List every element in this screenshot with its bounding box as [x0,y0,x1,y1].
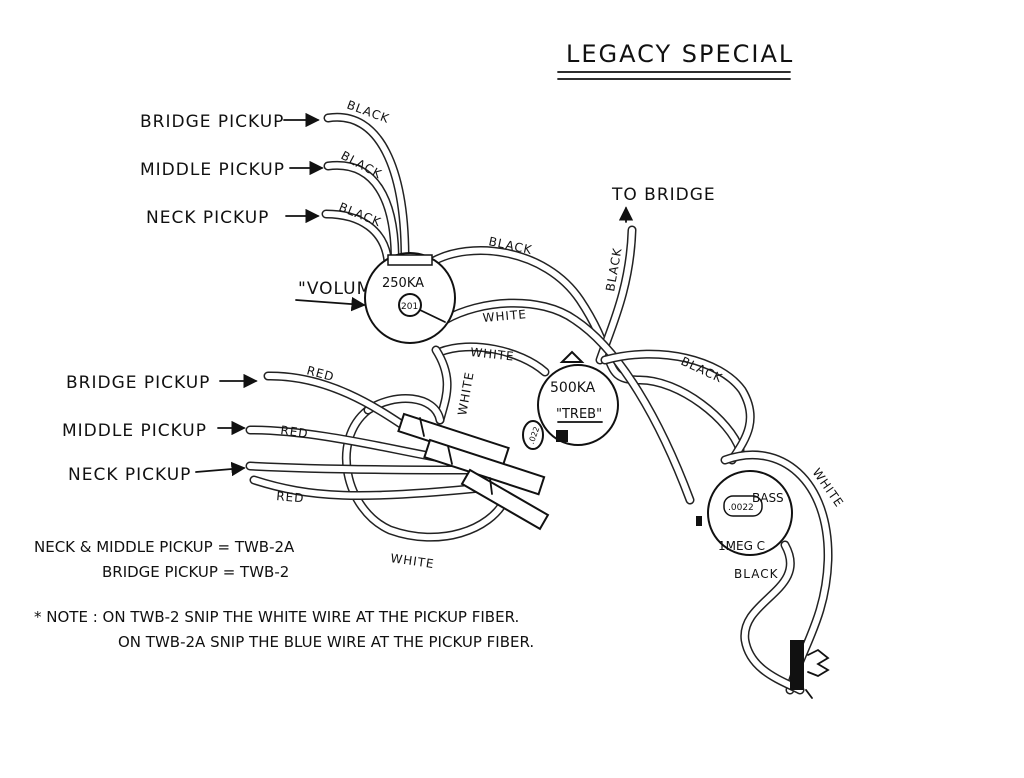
note-line-2: ON TWB-2A SNIP THE BLUE WIRE AT THE PICK… [118,633,534,651]
wire-label-white-vertical: WHITE [455,370,476,416]
note-line-1: * NOTE : ON TWB-2 SNIP THE WHITE WIRE AT… [34,608,519,626]
treble-pot-value: 500KA [550,380,596,396]
bottom-bridge-pickup-label: BRIDGE PICKUP [66,373,210,393]
bottom-neck-arrow [195,461,246,477]
legend-neck-middle: NECK & MIDDLE PICKUP = TWB-2A [34,538,295,556]
top-middle-pickup-label: MIDDLE PICKUP [140,160,285,180]
treble-pot-label: "TREB" [556,407,602,422]
wire-label-black-jack: BLACK [734,567,779,581]
bass-pot [696,470,793,556]
wire-label-white-volume: WHITE [482,307,527,325]
volume-pot-value: 250KA [382,276,424,291]
wire-label-red-middle: RED [280,423,310,441]
top-bridge-pickup-label: BRIDGE PICKUP [140,112,284,132]
wire-label-white-vol-treble: WHITE [470,345,516,364]
bass-pot-label: BASS [752,491,784,505]
wire-label-red-neck: RED [276,489,305,505]
volume-pot [364,252,456,344]
treble-pot [522,350,619,450]
black-pickup-wires [321,112,410,267]
volume-cap-value: 201 [401,302,418,312]
bass-cap-value: .0022 [728,503,754,513]
bottom-neck-pickup-label: NECK PICKUP [68,465,191,485]
legend-bridge: BRIDGE PICKUP = TWB-2 [102,563,289,581]
pickup-selector-switch [397,412,550,531]
diagram-title: LEGACY SPECIAL [566,40,794,68]
bottom-middle-pickup-label: MIDDLE PICKUP [62,421,207,441]
wire-label-white-loop: WHITE [390,551,436,571]
output-jack [790,640,830,699]
bass-pot-value: 1MEG C [718,539,765,553]
volume-arrow [295,296,366,312]
top-neck-pickup-label: NECK PICKUP [146,208,269,228]
to-bridge-label: TO BRIDGE [611,185,716,205]
